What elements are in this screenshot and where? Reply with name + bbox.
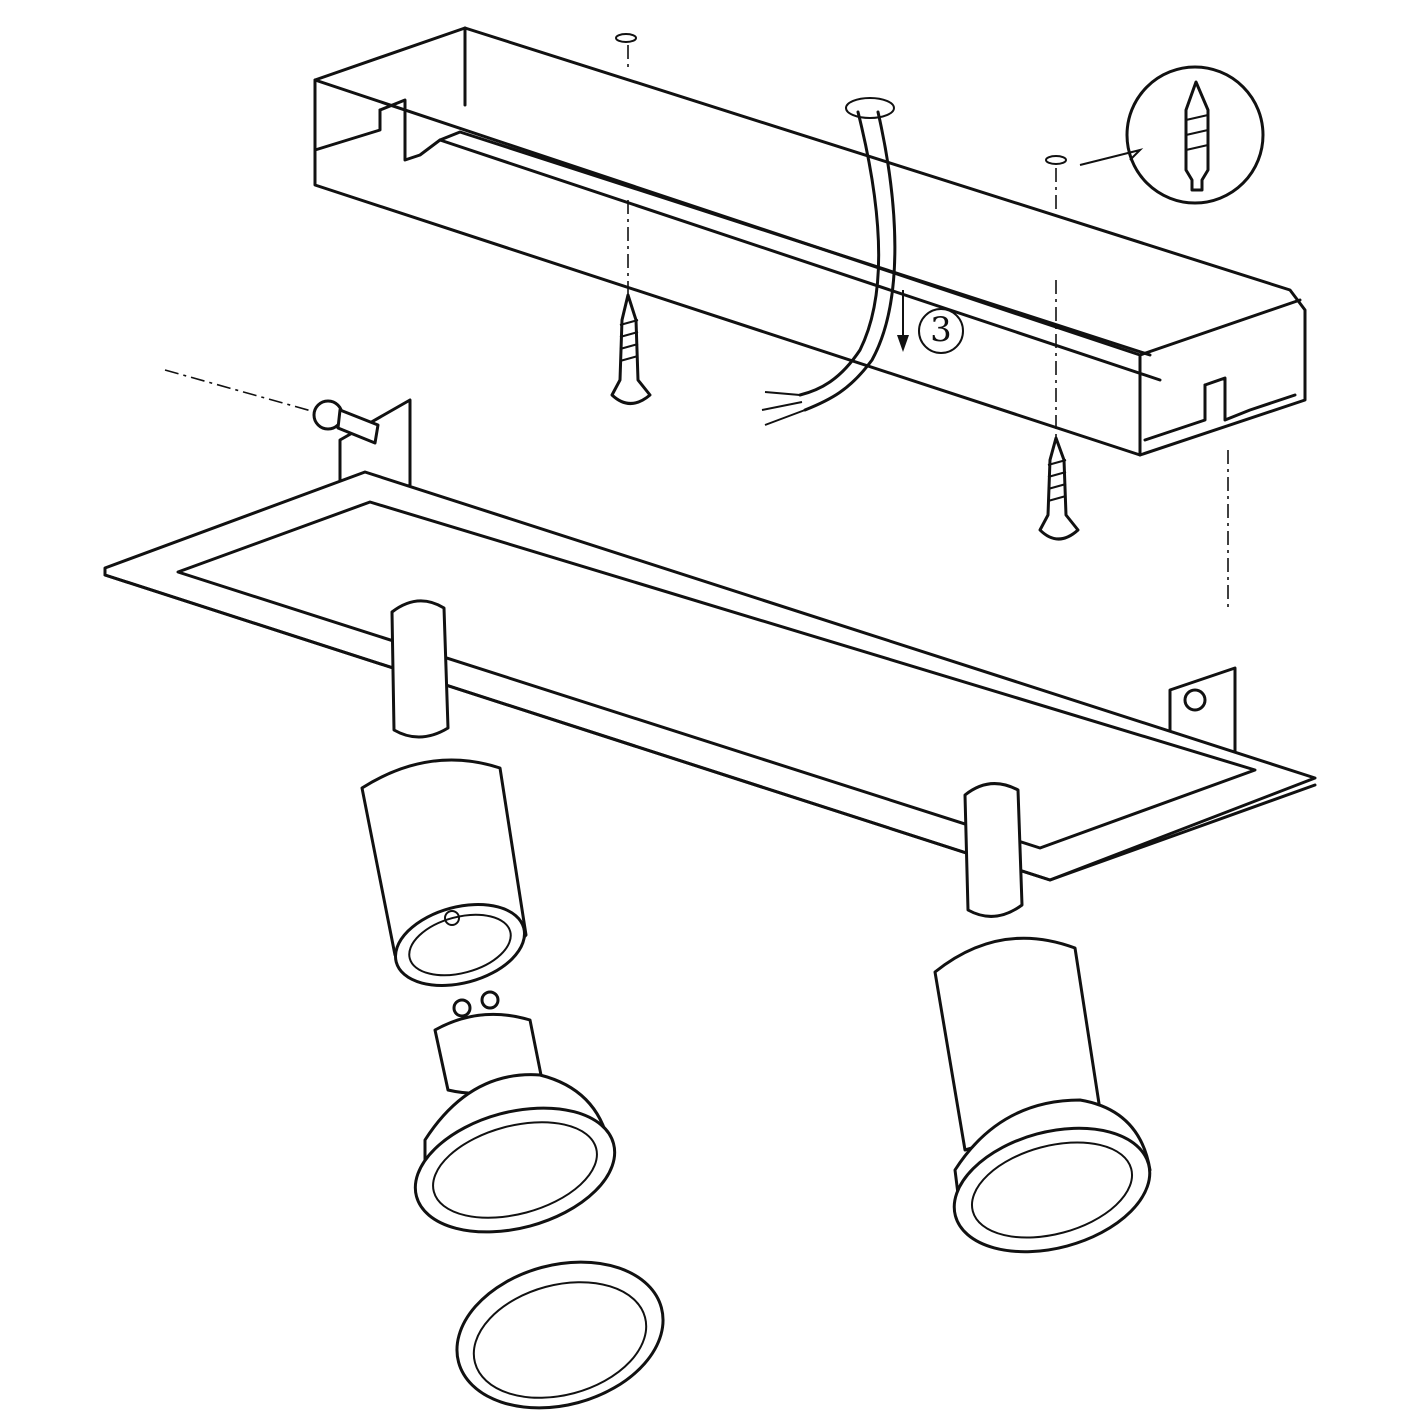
arrow-down-icon: [897, 335, 909, 352]
wall-plug-callout: [1079, 65, 1265, 205]
screw-icon: [1038, 436, 1080, 541]
spotlight-right: [933, 782, 1152, 1254]
screw-icon: [610, 293, 652, 405]
cable-hole: [845, 97, 895, 119]
spotlight-left: [360, 599, 528, 987]
ceiling-hole: [615, 33, 637, 43]
gu10-bulb: [413, 990, 617, 1234]
mounting-plate: [103, 398, 1317, 882]
step-number-badge: 3: [918, 308, 964, 354]
ceiling-hole: [1045, 155, 1067, 165]
power-cable: [761, 110, 897, 426]
plate-screw: [312, 399, 1207, 712]
ceiling-box: [313, 26, 1307, 457]
lens-ring: [455, 1260, 665, 1410]
